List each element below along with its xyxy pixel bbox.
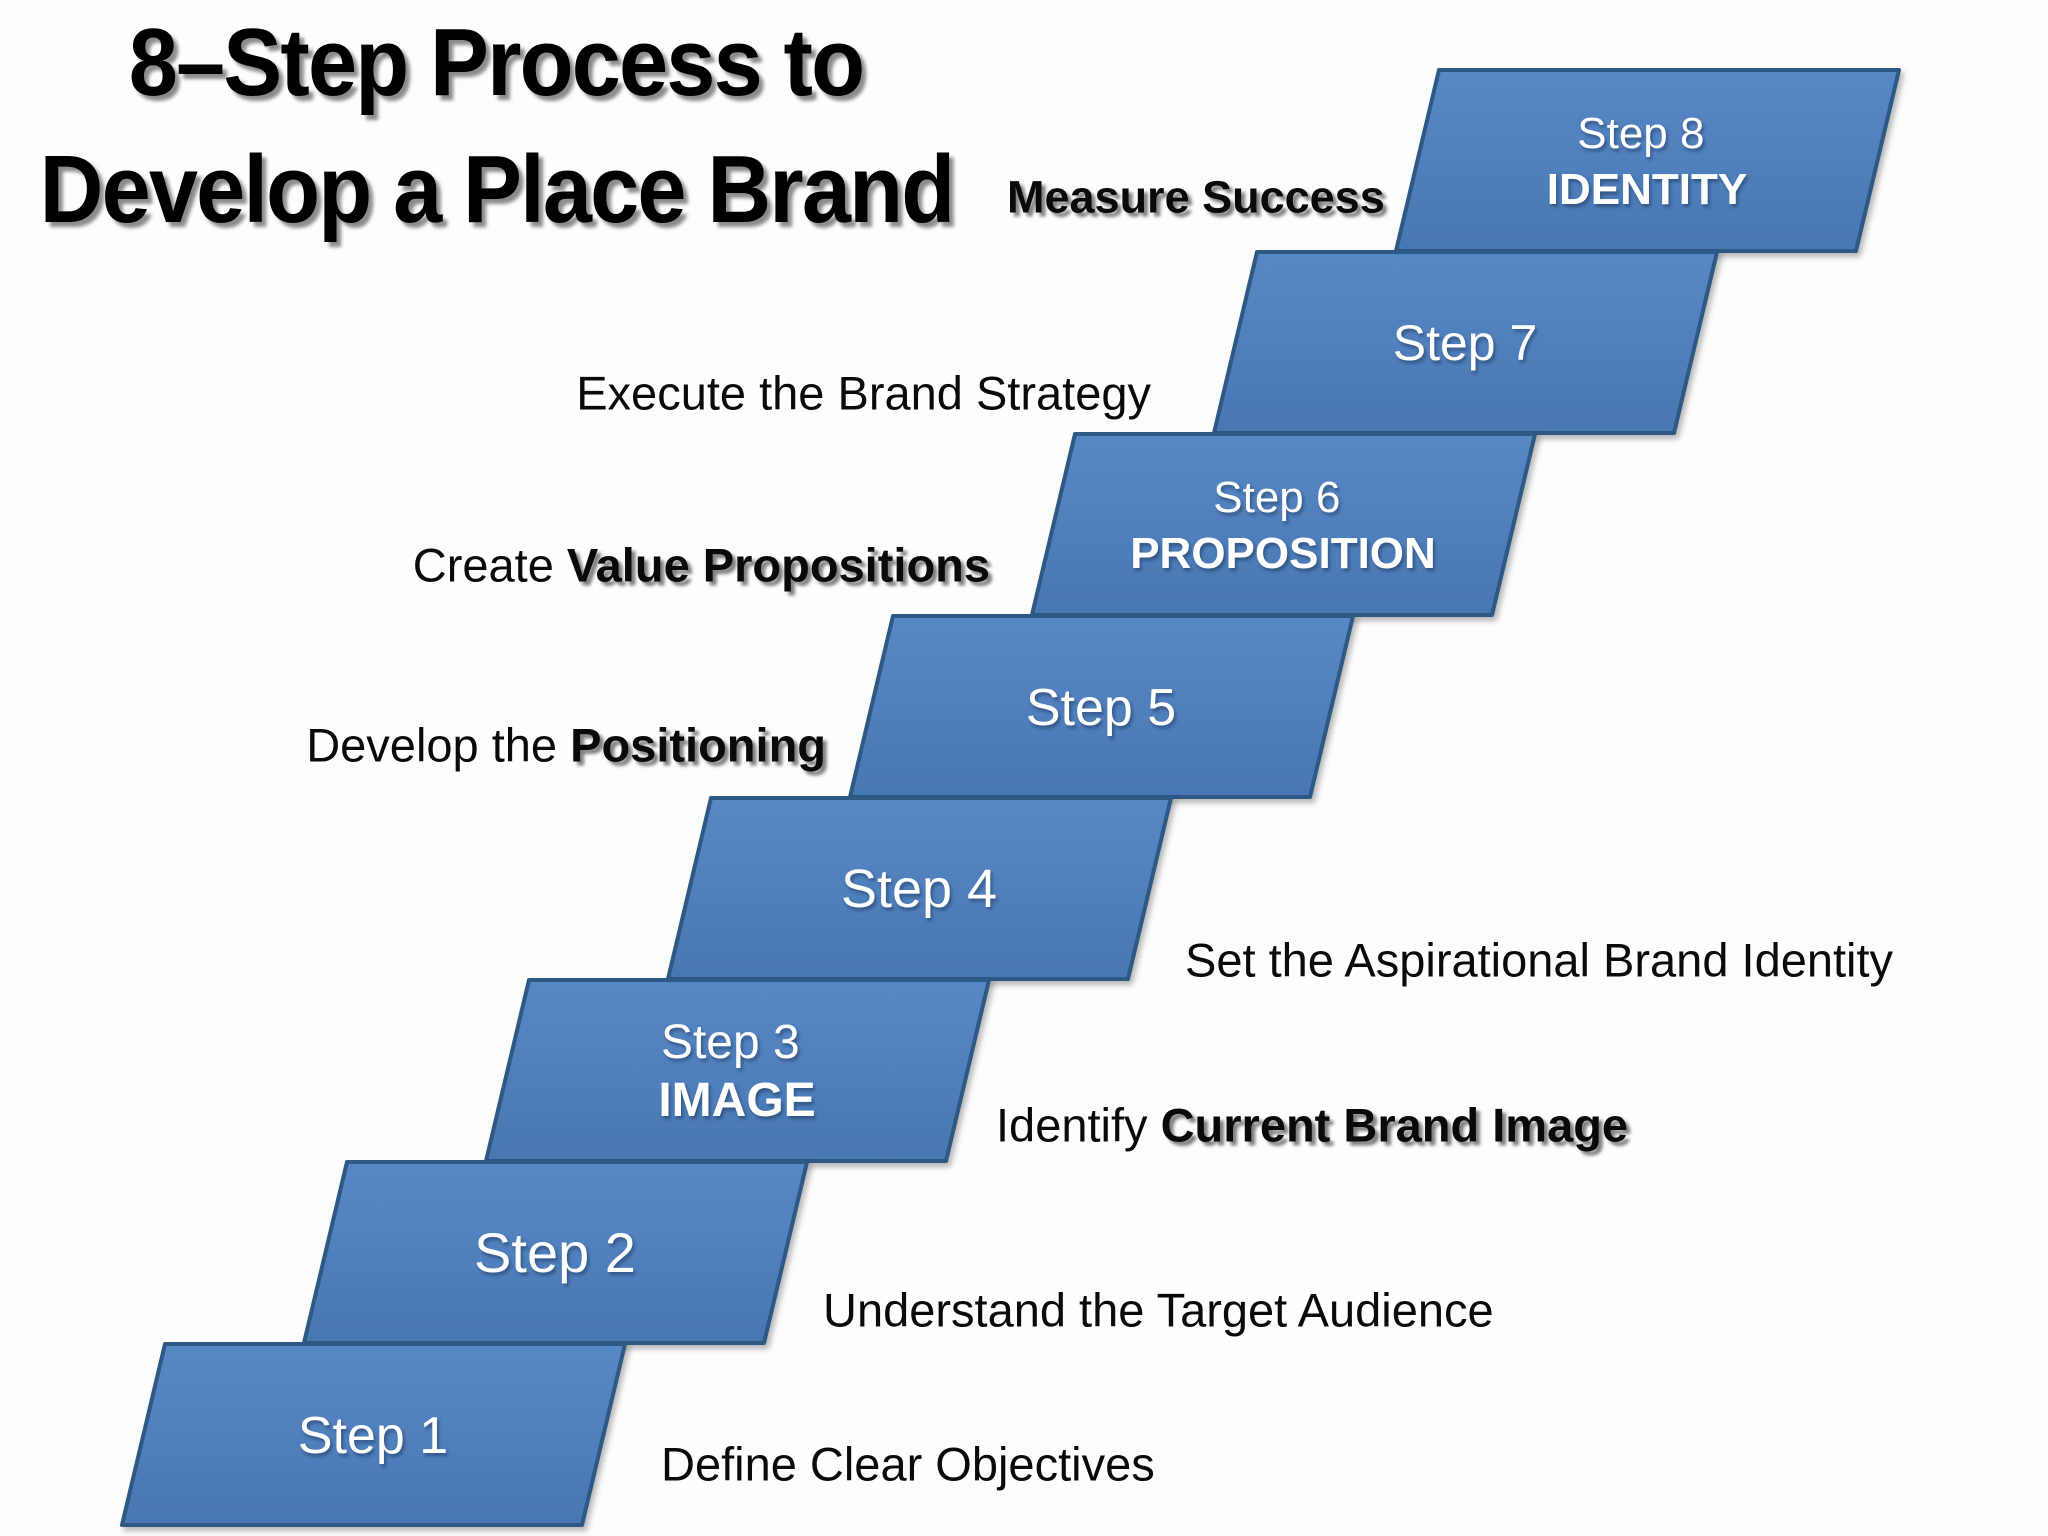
- step-box-6: Step 6 PROPOSITION: [1030, 432, 1537, 617]
- step-8-number: Step 8: [1577, 109, 1704, 158]
- step-6-keyword: PROPOSITION: [1130, 529, 1436, 578]
- step-2-text: Step 2: [474, 1221, 636, 1284]
- step-4-description: Set the Aspirational Brand Identity: [1185, 937, 1893, 984]
- step-3-number: Step 3: [661, 1016, 800, 1069]
- step-8-text: Step 8 IDENTITY: [1547, 109, 1747, 214]
- step-box-8: Step 8 IDENTITY: [1394, 68, 1901, 253]
- step-6-description-text: Create: [412, 538, 567, 592]
- step-5-description: Develop the Positioning: [306, 722, 826, 769]
- step-5-description-bold: Positioning: [570, 718, 826, 772]
- step-1-parallelogram: [120, 1342, 627, 1527]
- step-1-description: Define Clear Objectives: [661, 1441, 1155, 1488]
- step-3-description: Identify Current Brand Image: [996, 1102, 1628, 1149]
- page-title-line-2: Develop a Place Brand: [39, 135, 955, 243]
- page-title: 8–Step Process to Develop a Place Brand: [39, 0, 955, 253]
- step-2-description: Understand the Target Audience: [823, 1287, 1494, 1334]
- step-box-7: Step 7: [1212, 250, 1719, 435]
- step-6-description-bold: Value Propositions: [566, 538, 990, 592]
- step-4-number: Step 4: [841, 859, 997, 919]
- step-6-text: Step 6 PROPOSITION: [1130, 473, 1436, 578]
- step-1-description-text: Define Clear Objectives: [661, 1437, 1155, 1491]
- step-4-text: Step 4: [841, 859, 997, 919]
- step-8-parallelogram: [1394, 68, 1901, 253]
- step-2-description-text: Understand the Target Audience: [823, 1283, 1494, 1337]
- step-1-number: Step 1: [298, 1407, 448, 1465]
- step-3-text: Step 3 IMAGE: [658, 1016, 815, 1127]
- page-title-line-1: 8–Step Process to: [128, 9, 865, 116]
- step-5-text: Step 5: [1026, 679, 1176, 737]
- step-4-description-text: Set the Aspirational Brand Identity: [1185, 933, 1894, 987]
- step-6-parallelogram: [1030, 432, 1537, 617]
- step-3-parallelogram: [484, 978, 991, 1163]
- step-3-description-text: Identify: [996, 1098, 1161, 1152]
- step-3-description-bold: Current Brand Image: [1160, 1098, 1629, 1152]
- step-8-description-bold: Measure Success: [1007, 171, 1385, 223]
- step-7-number: Step 7: [1393, 315, 1538, 371]
- step-box-5: Step 5: [848, 614, 1355, 799]
- step-5-number: Step 5: [1026, 679, 1176, 737]
- step-8-description: Measure Success: [1007, 175, 1385, 220]
- step-7-text: Step 7: [1393, 315, 1538, 371]
- step-box-2: Step 2: [302, 1160, 809, 1345]
- step-box-4: Step 4: [666, 796, 1173, 981]
- step-box-3: Step 3 IMAGE: [484, 978, 991, 1163]
- step-box-1: Step 1: [120, 1342, 627, 1527]
- step-7-description: Execute the Brand Strategy: [576, 370, 1151, 417]
- step-8-keyword: IDENTITY: [1547, 165, 1747, 214]
- step-2-number: Step 2: [474, 1221, 636, 1284]
- step-6-number: Step 6: [1213, 473, 1340, 522]
- step-7-description-text: Execute the Brand Strategy: [576, 366, 1151, 420]
- step-6-description: Create Value Propositions: [413, 542, 990, 589]
- step-3-keyword: IMAGE: [658, 1074, 815, 1127]
- step-5-description-text: Develop the: [306, 718, 571, 772]
- step-1-text: Step 1: [298, 1407, 448, 1465]
